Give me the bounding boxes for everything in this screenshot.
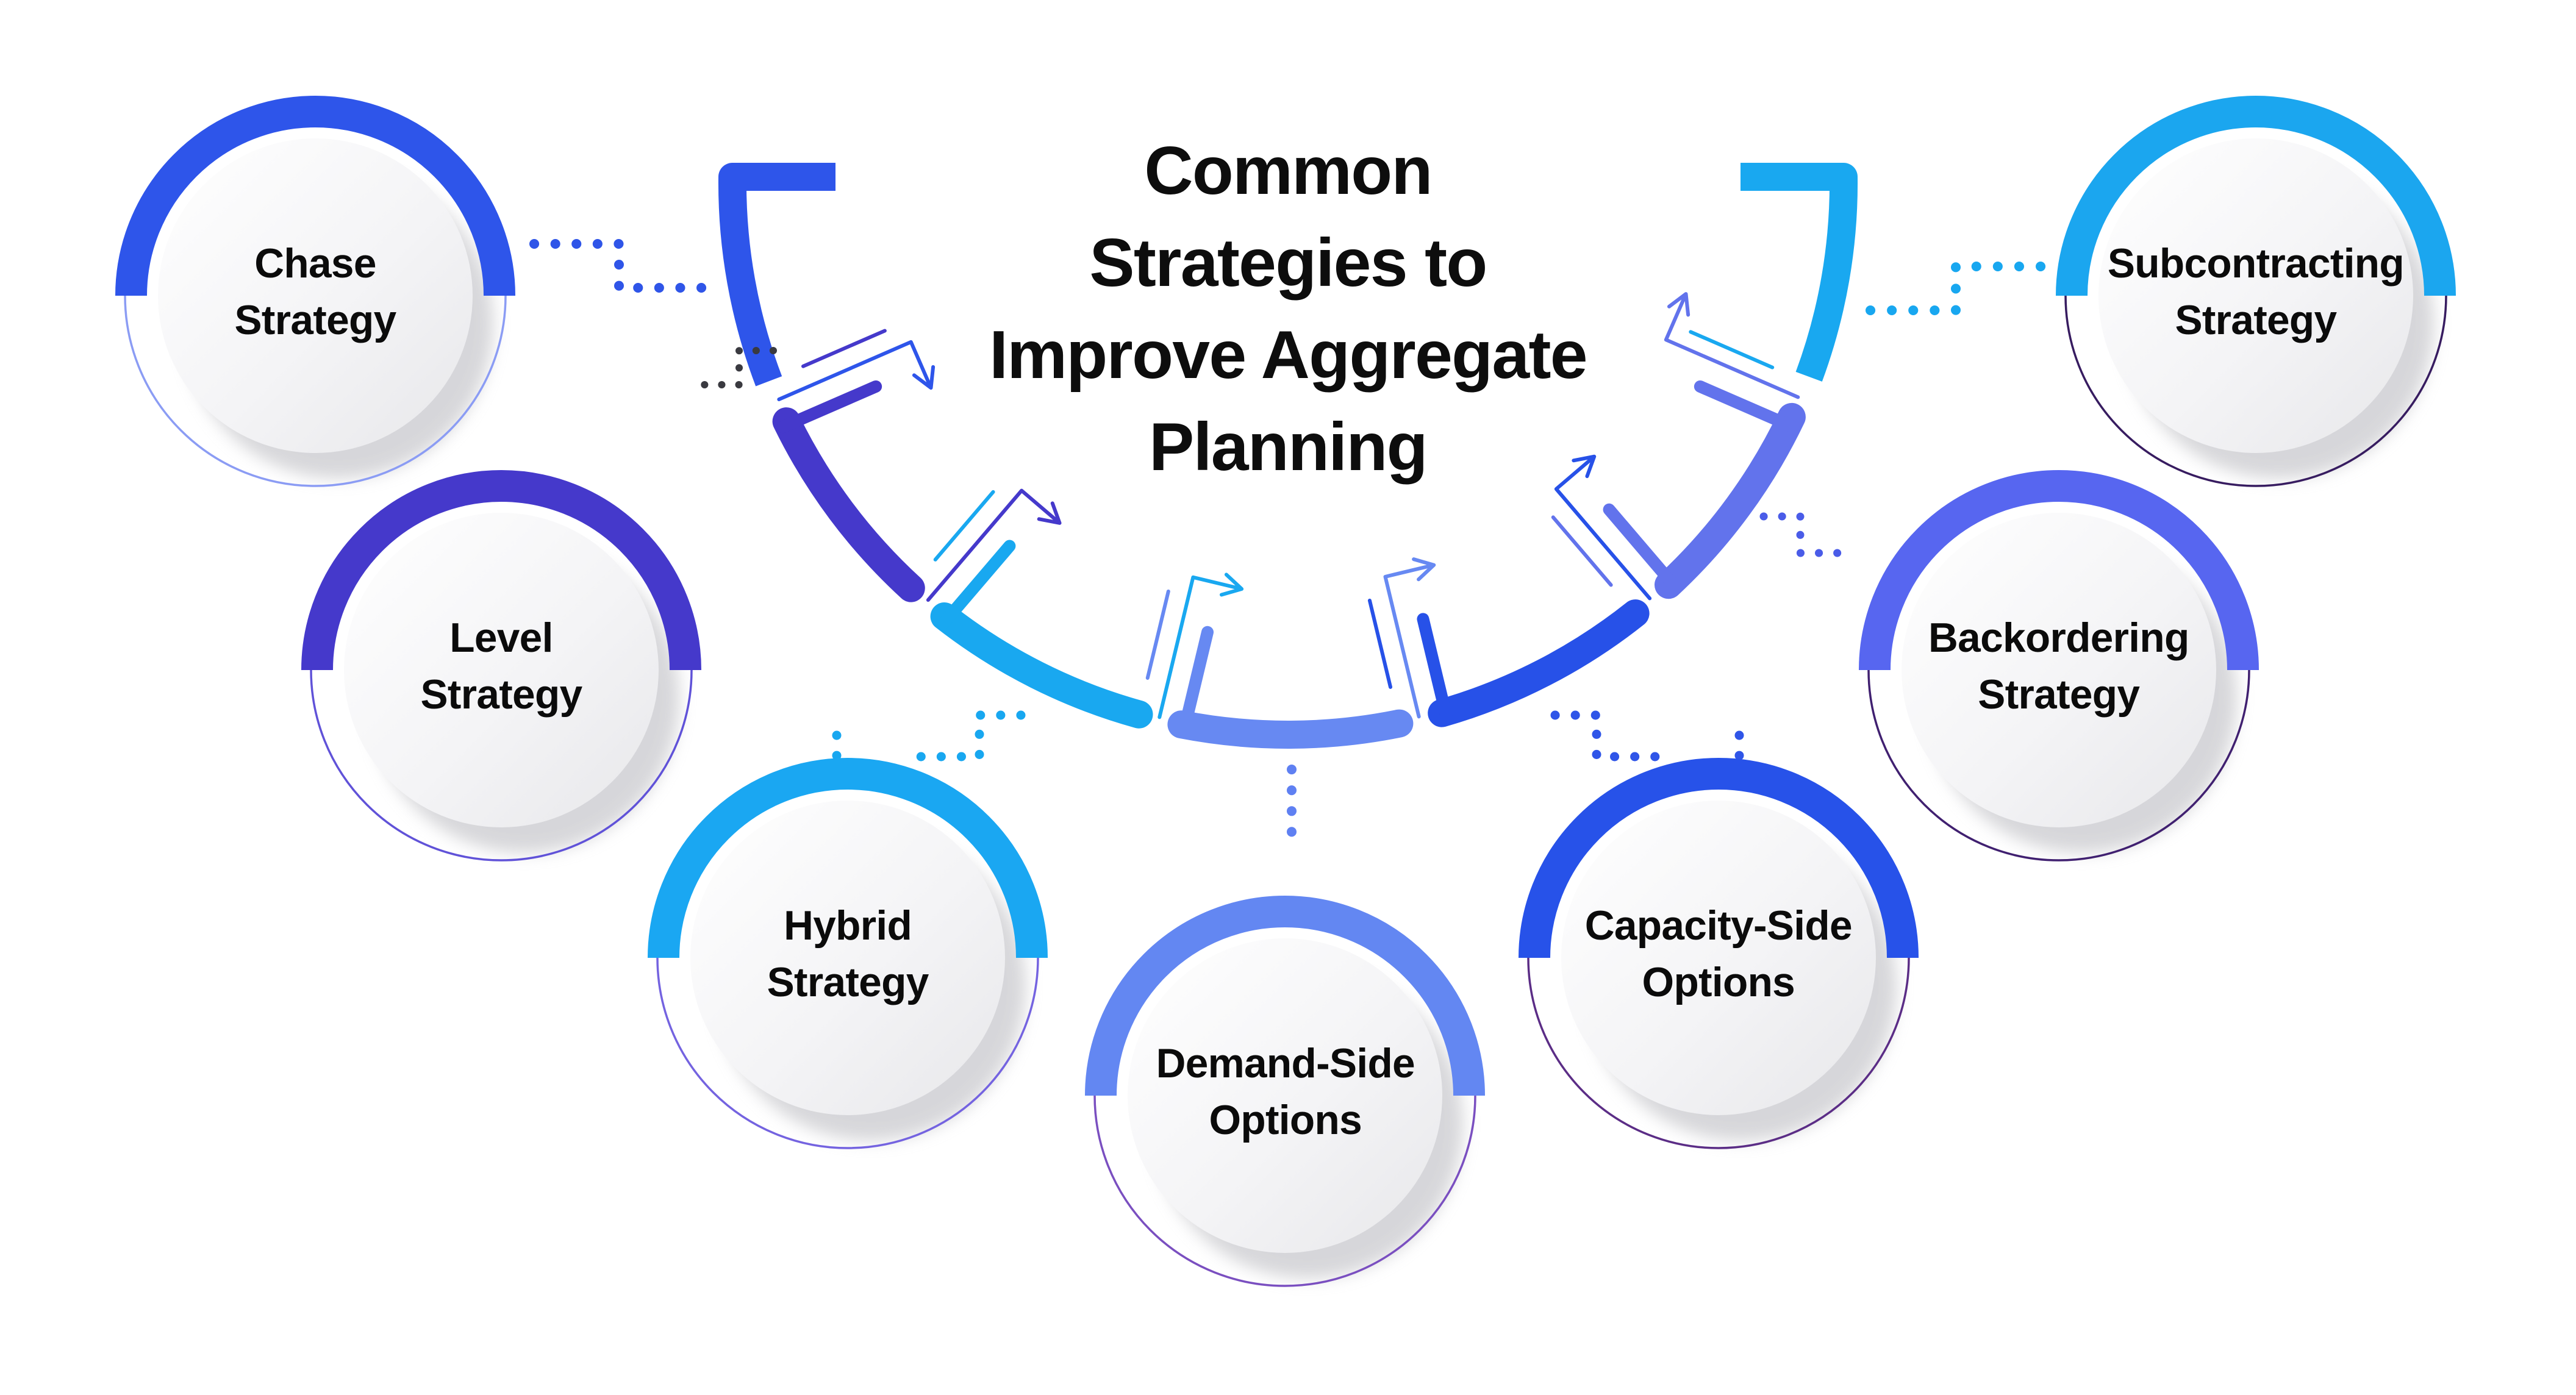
junction-hook	[1417, 613, 1453, 724]
diagram-title: Common Strategies to Improve Aggregate P…	[989, 124, 1588, 492]
node-circle-demand	[1085, 896, 1485, 1287]
node-label-hybrid-strategy: Hybrid Strategy	[767, 897, 929, 1011]
junction-hook	[1178, 626, 1214, 737]
node-label-line: Strategy	[420, 672, 582, 718]
junction-arrow-icon	[1157, 573, 1244, 719]
junction-hook	[776, 380, 882, 433]
junction-1	[776, 329, 936, 433]
junction-6	[1664, 292, 1800, 433]
node-label-line: Strategy	[2175, 298, 2337, 344]
node-top-arc	[301, 470, 701, 671]
connector-dots-subcontracting	[1866, 262, 2046, 315]
junction-5	[1551, 454, 1681, 601]
node-label-line: Strategy	[767, 960, 929, 1006]
node-bottom-ring	[124, 295, 507, 487]
node-circle-chase	[115, 96, 515, 487]
node-circle-subcontracting	[2056, 96, 2456, 487]
node-label-line: Options	[1642, 960, 1795, 1006]
junction-hook	[1603, 503, 1681, 593]
arc-segment-4	[1167, 709, 1414, 749]
node-circle-hybrid	[648, 758, 1048, 1149]
node-bottom-ring	[1527, 957, 1910, 1149]
node-inner-disc	[2098, 138, 2413, 453]
junction-arrow-icon	[1664, 292, 1800, 399]
node-label-line: Strategy	[1978, 672, 2140, 718]
node-label-level-strategy: Level Strategy	[420, 610, 582, 724]
node-label-backordering-strategy: Backordering Strategy	[1928, 610, 2189, 724]
junction-arrow-icon	[1554, 454, 1652, 601]
title-line: Improve Aggregate	[989, 316, 1588, 393]
node-label-demand-side-options: Demand-Side Options	[1156, 1035, 1415, 1149]
node-top-arc	[648, 758, 1048, 958]
node-inner-disc	[158, 138, 473, 453]
node-circle-capacity	[1519, 758, 1919, 1149]
node-circle-backordering	[1859, 470, 2259, 862]
node-label-subcontracting-strategy: Subcontracting Strategy	[2107, 235, 2405, 349]
node-label-capacity-side-options: Capacity-Side Options	[1584, 897, 1853, 1011]
arc-segment-6	[1655, 402, 1806, 599]
node-label-line: Capacity-Side	[1584, 903, 1853, 949]
connector-dots-backordering	[1759, 512, 1859, 557]
junction-accent-line	[1551, 515, 1613, 587]
junction-accent-line	[1145, 589, 1170, 680]
junction-4	[1367, 557, 1453, 724]
node-inner-disc	[1561, 801, 1876, 1115]
junction-hook	[1694, 380, 1800, 433]
node-label-line: Demand-Side	[1156, 1041, 1415, 1087]
node-bottom-ring	[1093, 1095, 1476, 1287]
connector-dots-hybrid	[832, 710, 1026, 767]
junction-accent-line	[1689, 330, 1775, 369]
title-line: Common	[1144, 132, 1433, 209]
node-bottom-ring	[310, 669, 693, 862]
node-top-arc	[115, 96, 515, 296]
central-arc	[718, 163, 1858, 749]
connector-dots-capacity	[1550, 710, 1744, 767]
junction-hook	[937, 540, 1016, 629]
title-line: Planning	[1149, 408, 1428, 485]
arc-segment-5	[1428, 599, 1650, 727]
junction-accent-line	[801, 329, 887, 368]
connector-dots-level	[689, 347, 777, 388]
arc-segment-3	[930, 602, 1153, 729]
junction-accent-line	[1367, 598, 1393, 689]
node-bottom-ring	[656, 957, 1039, 1149]
junction-2	[926, 488, 1062, 629]
title-line: Strategies to	[1089, 224, 1487, 301]
connector-dots-chase	[529, 239, 709, 293]
arc-segment-7	[1741, 163, 1858, 382]
node-bottom-ring	[2064, 295, 2447, 487]
junction-arrow-icon	[777, 340, 936, 402]
node-label-line: Level	[449, 615, 553, 662]
node-inner-disc	[344, 513, 659, 827]
junction-arrow-icon	[926, 488, 1062, 602]
node-bottom-ring	[1867, 669, 2250, 862]
node-inner-disc	[1902, 513, 2216, 827]
junction-3	[1145, 573, 1244, 737]
junction-accent-line	[933, 490, 995, 562]
node-inner-disc	[1128, 938, 1442, 1253]
node-label-chase-strategy: Chase Strategy	[234, 235, 397, 349]
arc-segment-2	[772, 407, 925, 602]
node-label-line: Backordering	[1928, 615, 2189, 662]
node-top-arc	[2056, 96, 2456, 296]
node-top-arc	[1519, 758, 1919, 958]
node-inner-disc	[690, 801, 1005, 1115]
node-label-line: Subcontracting	[2107, 241, 2405, 287]
node-label-line: Strategy	[234, 298, 397, 344]
node-label-line: Hybrid	[784, 903, 912, 949]
arc-segment-1	[718, 163, 835, 387]
node-top-arc	[1859, 470, 2259, 671]
node-top-arc	[1085, 896, 1485, 1096]
node-label-line: Options	[1209, 1097, 1362, 1144]
junction-arrow-icon	[1383, 557, 1436, 719]
node-label-line: Chase	[254, 241, 376, 287]
node-circle-level	[301, 470, 701, 862]
